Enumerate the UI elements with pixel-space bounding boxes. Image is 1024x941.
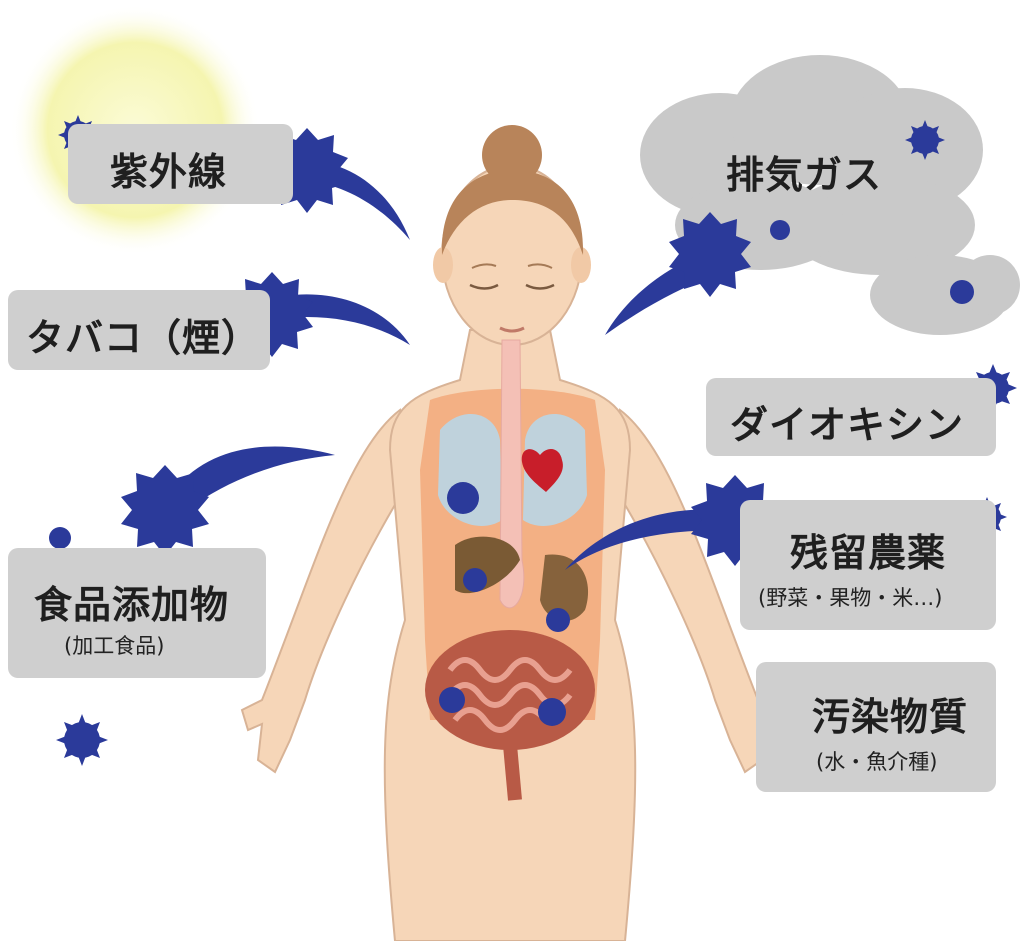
cloud-icon xyxy=(640,55,1020,335)
label-dioxin-text: ダイオキシン xyxy=(730,403,965,447)
free-radical-icon xyxy=(669,212,751,297)
label-uv-text: 紫外線 xyxy=(110,150,228,194)
label-exhaust: 排気ガス xyxy=(708,128,908,206)
label-tobacco-text: タバコ（煙） xyxy=(26,316,261,360)
label-pollutants-sub: (水・魚介種) xyxy=(816,750,938,774)
human-body xyxy=(240,125,780,941)
label-tobacco: タバコ（煙） xyxy=(8,290,270,370)
label-dioxin: ダイオキシン xyxy=(706,378,996,456)
label-pesticide: 残留農薬 (野菜・果物・米…) xyxy=(740,500,996,630)
label-pesticide-text: 残留農薬 xyxy=(790,531,947,575)
label-pollutants: 汚染物質 (水・魚介種) xyxy=(756,662,996,792)
label-pesticide-sub: (野菜・果物・米…) xyxy=(758,586,943,610)
free-radicals xyxy=(49,115,1017,766)
label-uv: 紫外線 xyxy=(68,124,293,204)
label-food-additives: 食品添加物 (加工食品) xyxy=(8,548,266,678)
free-radical-icon xyxy=(121,465,209,556)
label-exhaust-text: 排気ガス xyxy=(726,153,883,197)
label-food-additives-text: 食品添加物 xyxy=(34,583,230,627)
label-pollutants-text: 汚染物質 xyxy=(812,695,969,739)
heart-icon xyxy=(521,448,563,492)
label-food-additives-sub: (加工食品) xyxy=(64,634,165,658)
